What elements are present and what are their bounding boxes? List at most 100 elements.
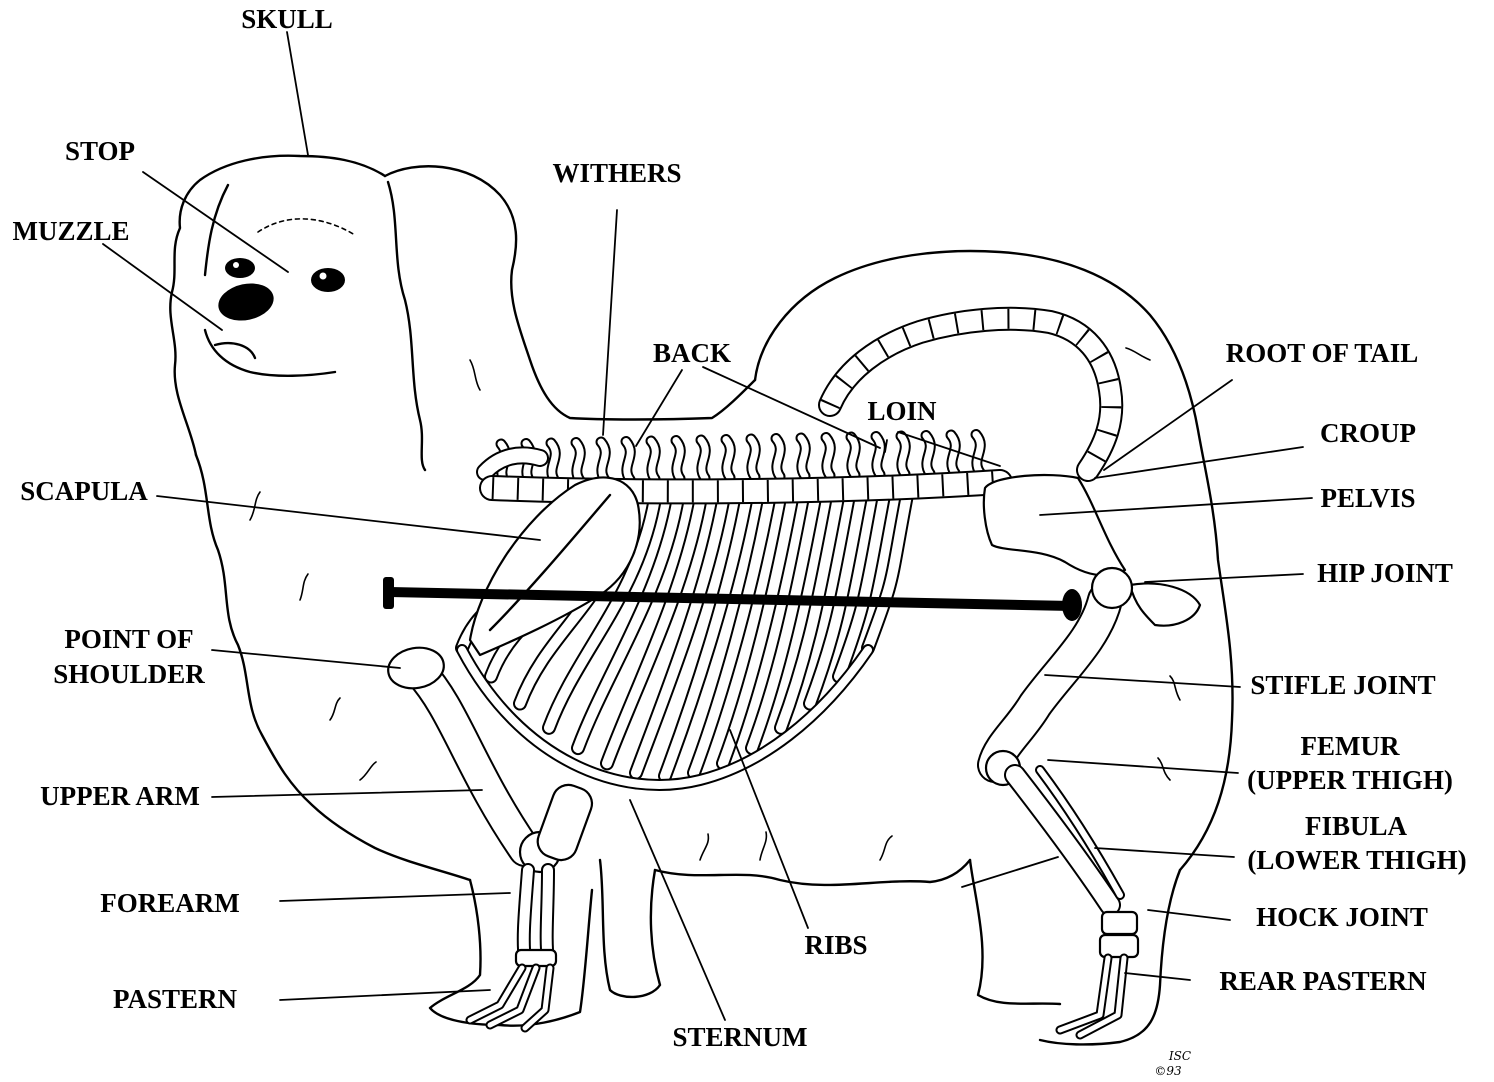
lower-leg-line	[962, 857, 1058, 887]
ulna	[547, 870, 548, 960]
label-loin: LOIN	[867, 396, 937, 426]
hock-joint-leader-line	[1148, 910, 1230, 920]
front-leg-far-outline	[600, 860, 660, 997]
signature-line2: ©93	[1154, 1064, 1182, 1078]
fur-tuft	[1170, 676, 1180, 700]
fur-tuft	[330, 698, 340, 720]
vertebra-process-16	[876, 437, 880, 475]
vertebra-process-20	[976, 435, 980, 473]
forehead-fur	[258, 219, 355, 235]
hip-joint-ball	[1092, 568, 1132, 608]
hock-bone-lower	[1100, 935, 1138, 957]
withers-leader-line	[603, 210, 617, 435]
label-pastern: PASTERN	[113, 984, 238, 1014]
front-pastern-bones	[470, 968, 550, 1028]
belly-fur-outline	[655, 860, 970, 885]
front-leg-near-outline	[430, 880, 592, 1026]
vertebra-process-9	[701, 440, 705, 478]
label-hip-joint: HIP JOINT	[1317, 558, 1453, 588]
label-upper-arm: UPPER ARM	[40, 781, 200, 811]
vertebra-process-6	[626, 442, 630, 480]
tail-vertebrae-outline	[830, 319, 1111, 470]
label-root-of-tail: ROOT OF TAIL	[1226, 338, 1419, 368]
fur-tuft	[360, 762, 376, 780]
body-length-bar-left-cap	[383, 577, 394, 609]
label-ribs: RIBS	[804, 930, 867, 960]
skull-leader-line	[287, 32, 308, 155]
leader-lines	[103, 32, 1312, 1020]
muzzle-outline	[205, 330, 335, 376]
label-rear-pastern: REAR PASTERN	[1219, 966, 1427, 996]
label-scapula: SCAPULA	[20, 476, 148, 506]
vertebra-process-17	[901, 436, 905, 474]
body-length-bar-right-cap	[1062, 589, 1082, 621]
label-sternum: STERNUM	[672, 1022, 807, 1052]
radius	[524, 870, 528, 960]
loin-tick	[885, 440, 887, 452]
vertebra-process-10	[726, 440, 730, 478]
pelvis-bone	[984, 475, 1125, 575]
rear-pastern-leader-line	[1125, 973, 1190, 980]
hock-bone-upper	[1102, 912, 1137, 934]
label-point-of-shoulder-line2: SHOULDER	[53, 659, 205, 689]
vertebra-process-5	[601, 442, 605, 480]
fur-tuft	[300, 574, 308, 600]
label-forearm: FOREARM	[100, 888, 239, 918]
vertebra-process-13	[801, 438, 805, 476]
stop-leader-line	[143, 172, 288, 272]
fibula-leader-line	[1095, 848, 1234, 857]
vertebra-process-14	[826, 438, 830, 476]
fur-tuft	[880, 836, 892, 860]
nose-icon	[215, 279, 277, 326]
eye-left-highlight	[233, 262, 239, 268]
vertebra-process-19	[951, 435, 955, 473]
label-point-of-shoulder-line1: POINT OF	[64, 624, 193, 654]
eye-left-icon	[225, 258, 255, 278]
root-of-tail-leader-line	[1104, 380, 1232, 470]
hind-leg-near-outline	[970, 860, 1060, 1004]
point-of-shoulder-leader-line	[212, 650, 400, 668]
head-left-ear-outline	[170, 156, 385, 455]
eye-right-highlight	[320, 273, 327, 280]
label-skull: SKULL	[241, 4, 333, 34]
femur	[995, 600, 1105, 765]
humerus	[420, 672, 525, 850]
label-stop: STOP	[65, 136, 135, 166]
ischium-bone	[1130, 584, 1200, 626]
label-withers: WITHERS	[552, 158, 681, 188]
femur-leader-line	[1048, 760, 1238, 773]
ribs-leader-line	[730, 730, 808, 928]
vertebra-process-8	[676, 441, 680, 479]
fur-tuft	[470, 360, 480, 390]
left-ear-inner-line	[205, 185, 228, 275]
label-pelvis: PELVIS	[1320, 483, 1415, 513]
artist-signature: ISC ©93	[1154, 1049, 1191, 1078]
label-fibula-line1: FIBULA	[1305, 811, 1408, 841]
vertebra-process-3	[551, 443, 555, 481]
sternum-leader-line	[630, 800, 725, 1020]
upper-arm-leader-line	[212, 790, 482, 797]
pastern-leader-line	[280, 990, 490, 1000]
scapula-leader-line	[157, 496, 540, 540]
right-ear-inner-line	[388, 182, 425, 470]
vertebra-process-4	[576, 443, 580, 481]
label-femur-line1: FEMUR	[1301, 731, 1400, 761]
vertebra-process-12	[776, 439, 780, 477]
back-leader-line	[636, 370, 682, 446]
label-stifle-joint: STIFLE JOINT	[1250, 670, 1435, 700]
signature-line1: ISC	[1168, 1049, 1191, 1063]
hip-joint-leader-line	[1145, 574, 1303, 582]
vertebra-process-15	[851, 437, 855, 475]
label-back: BACK	[653, 338, 731, 368]
label-fibula-line2: (LOWER THIGH)	[1247, 845, 1466, 875]
label-muzzle: MUZZLE	[12, 216, 129, 246]
olecranon-bone	[533, 780, 596, 864]
label-femur-line2: (UPPER THIGH)	[1247, 765, 1453, 795]
eye-right-icon	[311, 268, 345, 292]
scapula-bone	[470, 478, 640, 655]
label-hock-joint: HOCK JOINT	[1256, 902, 1428, 932]
fur-tuft	[1126, 348, 1150, 360]
fur-tuft	[760, 832, 766, 860]
muzzle-leader-line	[103, 244, 222, 330]
